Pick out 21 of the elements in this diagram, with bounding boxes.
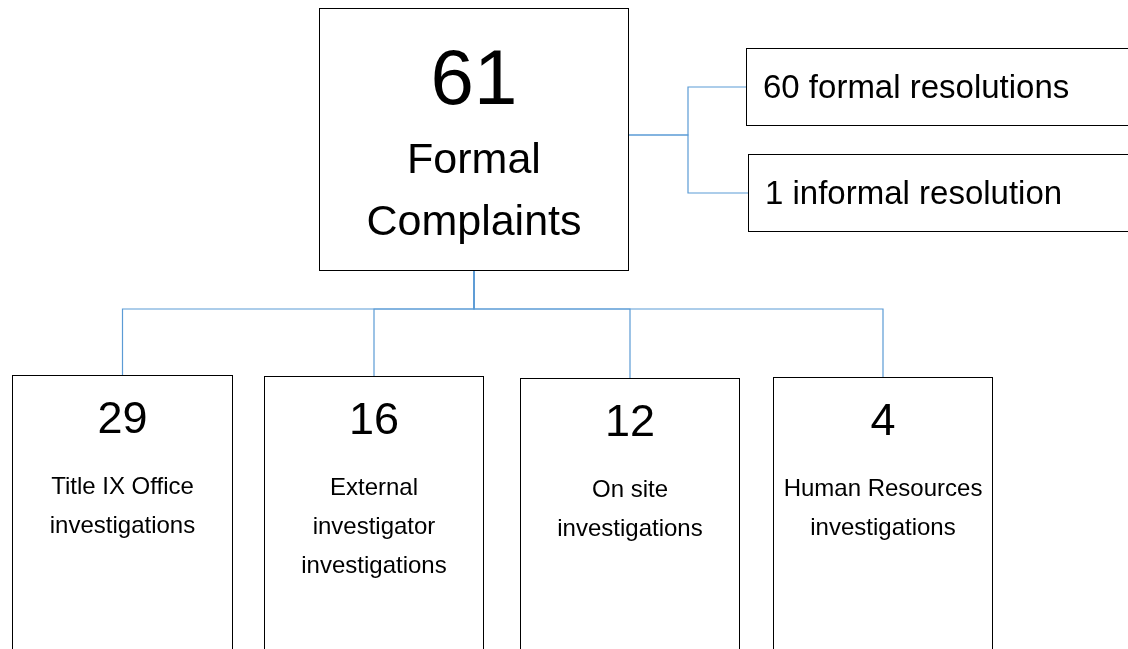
category-box: [520, 378, 740, 649]
count-number: 12: [604, 394, 656, 448]
count-number: 29: [97, 391, 148, 445]
connector-line: [628, 134, 749, 194]
resolution-box: [748, 154, 1128, 232]
category-box: [264, 376, 484, 649]
node-label: Human Resources investigations: [783, 473, 983, 542]
node-label: Formal Complaints: [365, 133, 583, 246]
summary-box: [319, 8, 629, 271]
node-label: 1 informal resolution: [765, 173, 1063, 213]
node-label: External investigator investigations: [300, 472, 448, 580]
node-label: On site investigations: [556, 474, 704, 543]
count-number: 61: [430, 32, 518, 123]
count-number: 16: [348, 392, 400, 446]
node-label: 60 formal resolutions: [763, 67, 1070, 107]
connector-line: [473, 270, 884, 378]
category-box: [12, 375, 233, 649]
node-label: Title IX Office investigations: [48, 471, 197, 540]
count-number: 4: [870, 393, 896, 447]
resolution-box: [746, 48, 1128, 126]
category-box: [773, 377, 993, 649]
